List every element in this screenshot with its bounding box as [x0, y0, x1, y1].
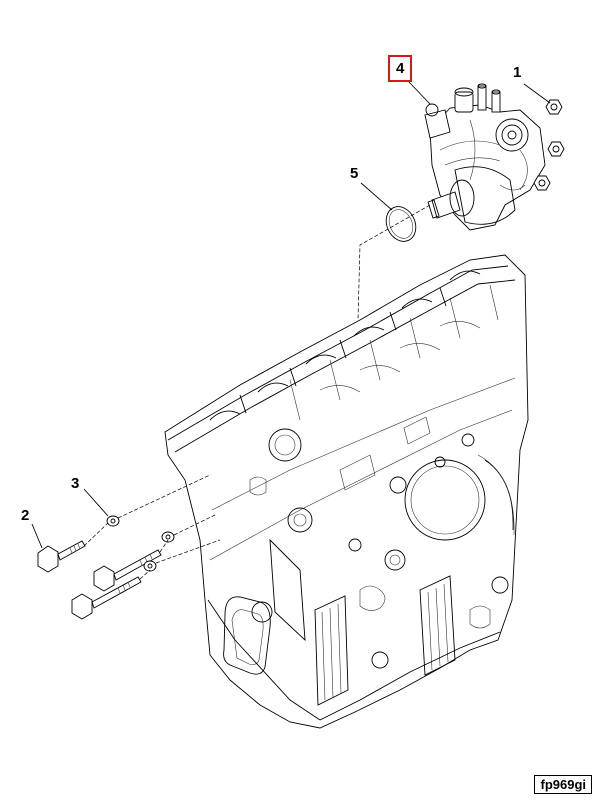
- nut-1: [545, 99, 563, 115]
- bolt-1: [37, 540, 86, 573]
- figure-id-label: fp969gi: [534, 775, 592, 794]
- bolt-2: [93, 549, 162, 592]
- leader-lines: [31, 81, 551, 580]
- washer-1: [106, 515, 120, 527]
- nut-3: [533, 175, 551, 191]
- callout-2: 2: [21, 507, 30, 524]
- washer-2: [161, 531, 175, 543]
- bolt-3: [71, 576, 142, 620]
- callout-1: 1: [513, 64, 522, 81]
- o-ring-part: [385, 206, 417, 242]
- callout-4-highlighted: 4: [388, 55, 413, 82]
- callout-3: 3: [71, 475, 80, 492]
- fuel-pump-assembly: [424, 83, 546, 231]
- bolt-parts: [37, 540, 162, 620]
- engine-block: [164, 254, 529, 729]
- callout-5: 5: [350, 165, 359, 182]
- nut-parts: [533, 99, 565, 191]
- nut-2: [547, 141, 565, 157]
- washer-3: [143, 560, 157, 572]
- washer-parts: [106, 515, 175, 572]
